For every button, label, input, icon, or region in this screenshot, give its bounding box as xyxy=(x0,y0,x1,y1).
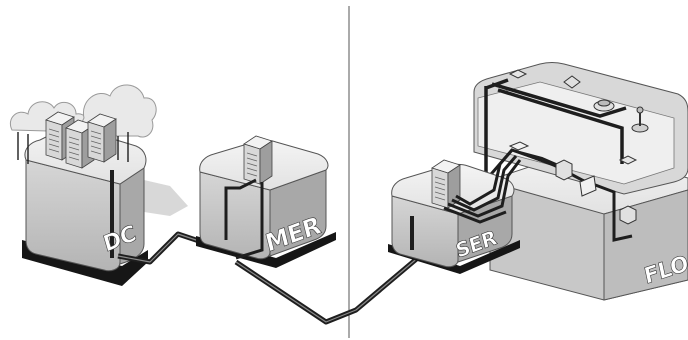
network-switch-icon xyxy=(619,205,637,225)
server-rack-icon xyxy=(243,135,273,185)
desktop-computer-icon xyxy=(555,159,573,181)
dc-node: DC xyxy=(10,84,188,286)
floor-node: FLOOR xyxy=(473,62,688,301)
monitor-icon xyxy=(579,175,597,197)
mer-node: MER xyxy=(196,135,336,268)
wall-outlet-icon xyxy=(508,69,638,165)
alarm-icon xyxy=(563,75,581,89)
ser-node: SER xyxy=(388,149,522,274)
joystick-icon xyxy=(631,106,649,133)
wireless-ap-icon xyxy=(593,99,615,112)
patch-panel-icon xyxy=(508,141,530,151)
server-rack-icon xyxy=(87,113,117,163)
